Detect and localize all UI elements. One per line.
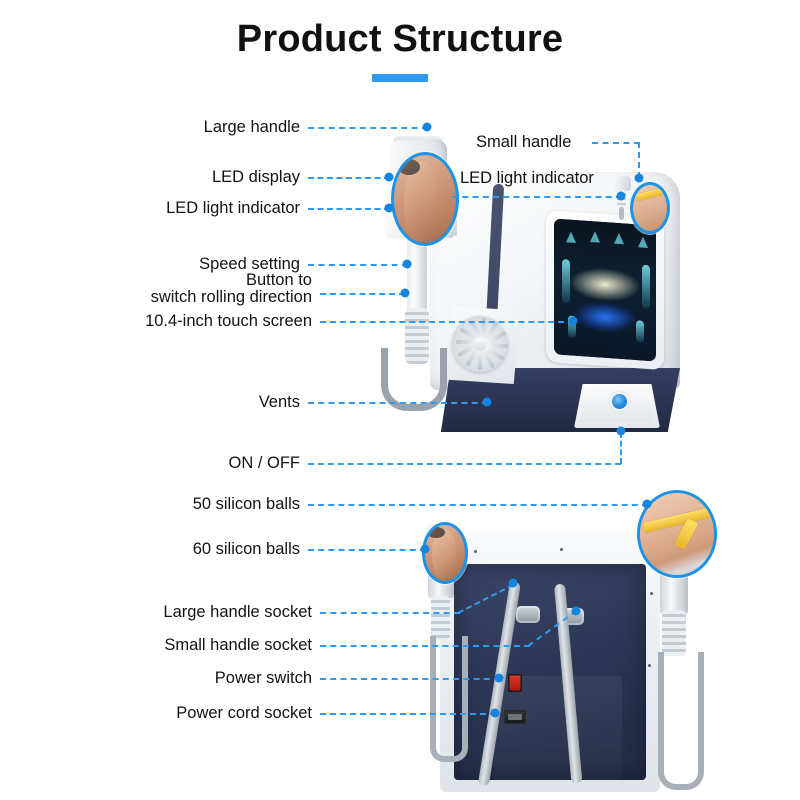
inset-small-handle-treatment bbox=[630, 182, 670, 234]
bottom-left-handle-cable bbox=[430, 636, 468, 762]
leader-dot-led-light-indicator-left bbox=[384, 203, 394, 213]
leader-button-switch-rolling bbox=[320, 293, 405, 295]
leader-dot-touch-screen bbox=[568, 316, 578, 326]
label-button-switch-rolling-direction: Button to switch rolling direction bbox=[40, 271, 312, 307]
leader-small-handle bbox=[592, 142, 640, 144]
label-led-light-indicator-right: LED light indicator bbox=[460, 168, 594, 187]
on-off-power-button[interactable] bbox=[612, 394, 627, 409]
leader-dot-button-switch-rolling bbox=[400, 288, 410, 298]
label-speed-setting: Speed setting bbox=[199, 254, 300, 273]
leader-dot-silicon-balls-60 bbox=[420, 544, 430, 554]
touch-screen-display[interactable] bbox=[554, 218, 656, 362]
leader-dot-large-handle bbox=[422, 122, 432, 132]
leader-dot-small-handle bbox=[634, 173, 644, 183]
leader-power-switch bbox=[320, 678, 500, 680]
label-small-handle: Small handle bbox=[476, 132, 572, 151]
leader-large-handle-socket bbox=[320, 612, 460, 614]
leader-dot-small-handle-socket bbox=[571, 606, 581, 616]
leader-small-handle-vertical bbox=[638, 142, 640, 178]
label-silicon-balls-60: 60 silicon balls bbox=[192, 539, 300, 558]
leader-on-off-vertical bbox=[620, 432, 622, 464]
label-large-handle-socket: Large handle socket bbox=[163, 602, 312, 621]
leader-dot-power-cord-socket bbox=[490, 708, 500, 718]
page-title: Product Structure bbox=[236, 18, 564, 60]
leader-dot-speed-setting bbox=[402, 259, 412, 269]
leader-dot-led-light-indicator-right bbox=[616, 191, 626, 201]
leader-power-cord-socket bbox=[320, 713, 496, 715]
label-button-switch-rolling-line2: switch rolling direction bbox=[150, 288, 312, 307]
power-cord-socket-port[interactable] bbox=[504, 710, 526, 724]
leader-silicon-balls-50 bbox=[308, 504, 648, 506]
title-underline-rule bbox=[372, 74, 428, 82]
label-led-light-indicator-left: LED light indicator bbox=[166, 198, 300, 217]
leader-touch-screen bbox=[320, 321, 574, 323]
large-handle-socket-port[interactable] bbox=[516, 606, 540, 623]
leader-on-off bbox=[308, 463, 621, 465]
label-large-handle: Large handle bbox=[203, 117, 300, 136]
label-touch-screen: 10.4-inch touch screen bbox=[145, 311, 312, 330]
leader-dot-vents bbox=[482, 397, 492, 407]
inset-silicon-balls-treatment bbox=[422, 522, 468, 584]
large-handle-shaft bbox=[407, 236, 427, 312]
leader-led-light-indicator-right bbox=[452, 196, 622, 198]
leader-small-handle-socket bbox=[320, 645, 530, 647]
leader-vents bbox=[308, 402, 488, 404]
label-small-handle-socket: Small handle socket bbox=[164, 635, 312, 654]
leader-large-handle bbox=[308, 127, 428, 129]
leader-led-light-indicator-left bbox=[308, 208, 390, 210]
bottom-right-handle-cable bbox=[658, 652, 704, 790]
leader-dot-led-display bbox=[384, 172, 394, 182]
large-handle-cable bbox=[381, 348, 447, 411]
label-led-display: LED display bbox=[211, 167, 300, 186]
leader-dot-silicon-balls-50 bbox=[642, 499, 652, 509]
leader-silicon-balls-60 bbox=[308, 549, 426, 551]
power-switch-rocker[interactable] bbox=[508, 674, 522, 692]
device-bottom-unit bbox=[440, 530, 660, 798]
leader-speed-setting bbox=[308, 264, 408, 266]
label-button-switch-rolling-line1: Button to bbox=[245, 271, 312, 289]
label-vents: Vents bbox=[258, 392, 300, 411]
bottom-right-handle-grip bbox=[662, 610, 686, 656]
leader-led-display bbox=[308, 177, 390, 179]
touch-screen-bezel bbox=[546, 209, 664, 371]
label-power-cord-socket: Power cord socket bbox=[176, 703, 312, 722]
leader-dot-large-handle-socket bbox=[508, 578, 518, 588]
label-silicon-balls-50: 50 silicon balls bbox=[192, 494, 300, 513]
label-on-off: ON / OFF bbox=[228, 453, 301, 472]
inset-large-handle-treatment bbox=[391, 152, 459, 246]
console-rear-access-plate bbox=[494, 676, 622, 784]
bottom-left-handle-grip bbox=[431, 596, 450, 640]
vent-fan bbox=[452, 316, 508, 372]
label-power-switch: Power switch bbox=[214, 668, 312, 687]
leader-dot-power-switch bbox=[494, 673, 504, 683]
leader-dot-on-off bbox=[616, 426, 626, 436]
